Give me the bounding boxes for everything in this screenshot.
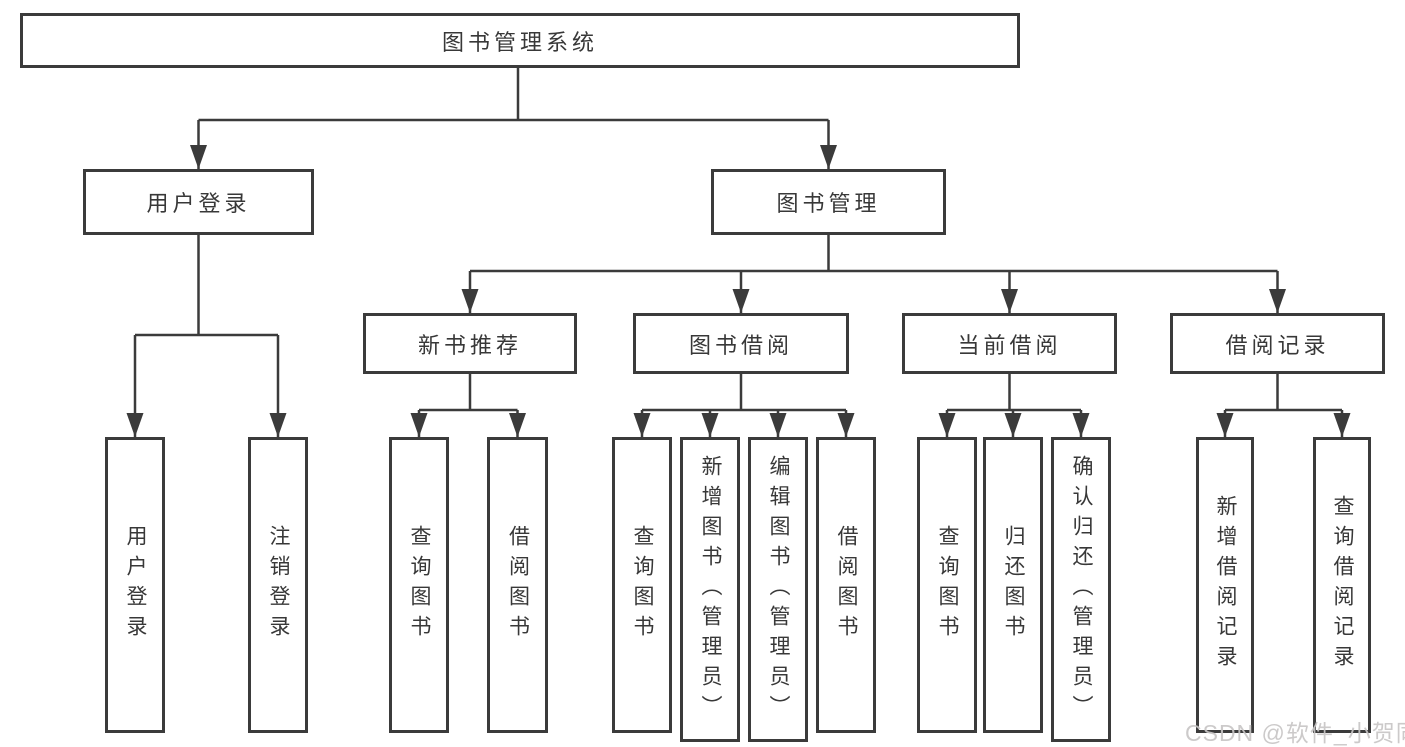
leaf-label: 查询图书 (408, 525, 432, 645)
node-user-login: 用户登录 (83, 169, 314, 235)
node-book-borrowing: 图书借阅 (633, 313, 849, 374)
node-label: 新书推荐 (417, 332, 522, 358)
leaf-label: 编辑图书（管理员） (767, 454, 791, 725)
leaf-add-borrow-record: 新增借阅记录 (1196, 437, 1254, 733)
leaf-label: 用户登录 (124, 525, 148, 645)
leaf-label: 借阅图书 (506, 525, 530, 645)
node-label: 当前借阅 (957, 332, 1062, 358)
node-label: 图书借阅 (688, 332, 793, 358)
node-label: 借阅记录 (1225, 332, 1330, 358)
leaf-query-books-borrow: 查询图书 (612, 437, 672, 733)
node-label: 图书管理 (776, 191, 881, 216)
leaf-label: 查询借阅记录 (1331, 495, 1355, 675)
leaf-query-borrow-record: 查询借阅记录 (1313, 437, 1371, 733)
leaf-logout: 注销登录 (248, 437, 308, 733)
leaf-label: 归还图书 (1002, 525, 1026, 645)
node-new-book-recommendation: 新书推荐 (363, 313, 577, 374)
leaf-user-login: 用户登录 (105, 437, 165, 733)
node-label: 用户登录 (146, 191, 251, 216)
node-borrowing-records: 借阅记录 (1170, 313, 1385, 374)
leaf-label: 新增图书（管理员） (699, 454, 723, 725)
leaf-borrow-books: 借阅图书 (816, 437, 876, 733)
leaf-confirm-return-admin: 确认归还（管理员） (1051, 437, 1111, 742)
leaf-edit-book-admin: 编辑图书（管理员） (748, 437, 808, 742)
leaf-query-books-recommend: 查询图书 (389, 437, 449, 733)
node-book-management: 图书管理 (711, 169, 946, 235)
leaf-query-books-current: 查询图书 (917, 437, 977, 733)
leaf-label: 借阅图书 (835, 525, 859, 645)
csdn-watermark: CSDN @软件_小贺同学 (1185, 720, 1405, 746)
leaf-borrow-books-recommend: 借阅图书 (487, 437, 548, 733)
leaf-return-book: 归还图书 (983, 437, 1043, 733)
leaf-label: 确认归还（管理员） (1070, 454, 1094, 725)
leaf-add-book-admin: 新增图书（管理员） (680, 437, 740, 742)
node-library-management-system: 图书管理系统 (20, 13, 1020, 68)
node-label: 图书管理系统 (441, 29, 598, 55)
node-current-borrowing: 当前借阅 (902, 313, 1117, 374)
leaf-label: 新增借阅记录 (1214, 495, 1238, 675)
leaf-label: 查询图书 (631, 525, 655, 645)
leaf-label: 注销登录 (267, 525, 291, 645)
leaf-label: 查询图书 (936, 525, 960, 645)
